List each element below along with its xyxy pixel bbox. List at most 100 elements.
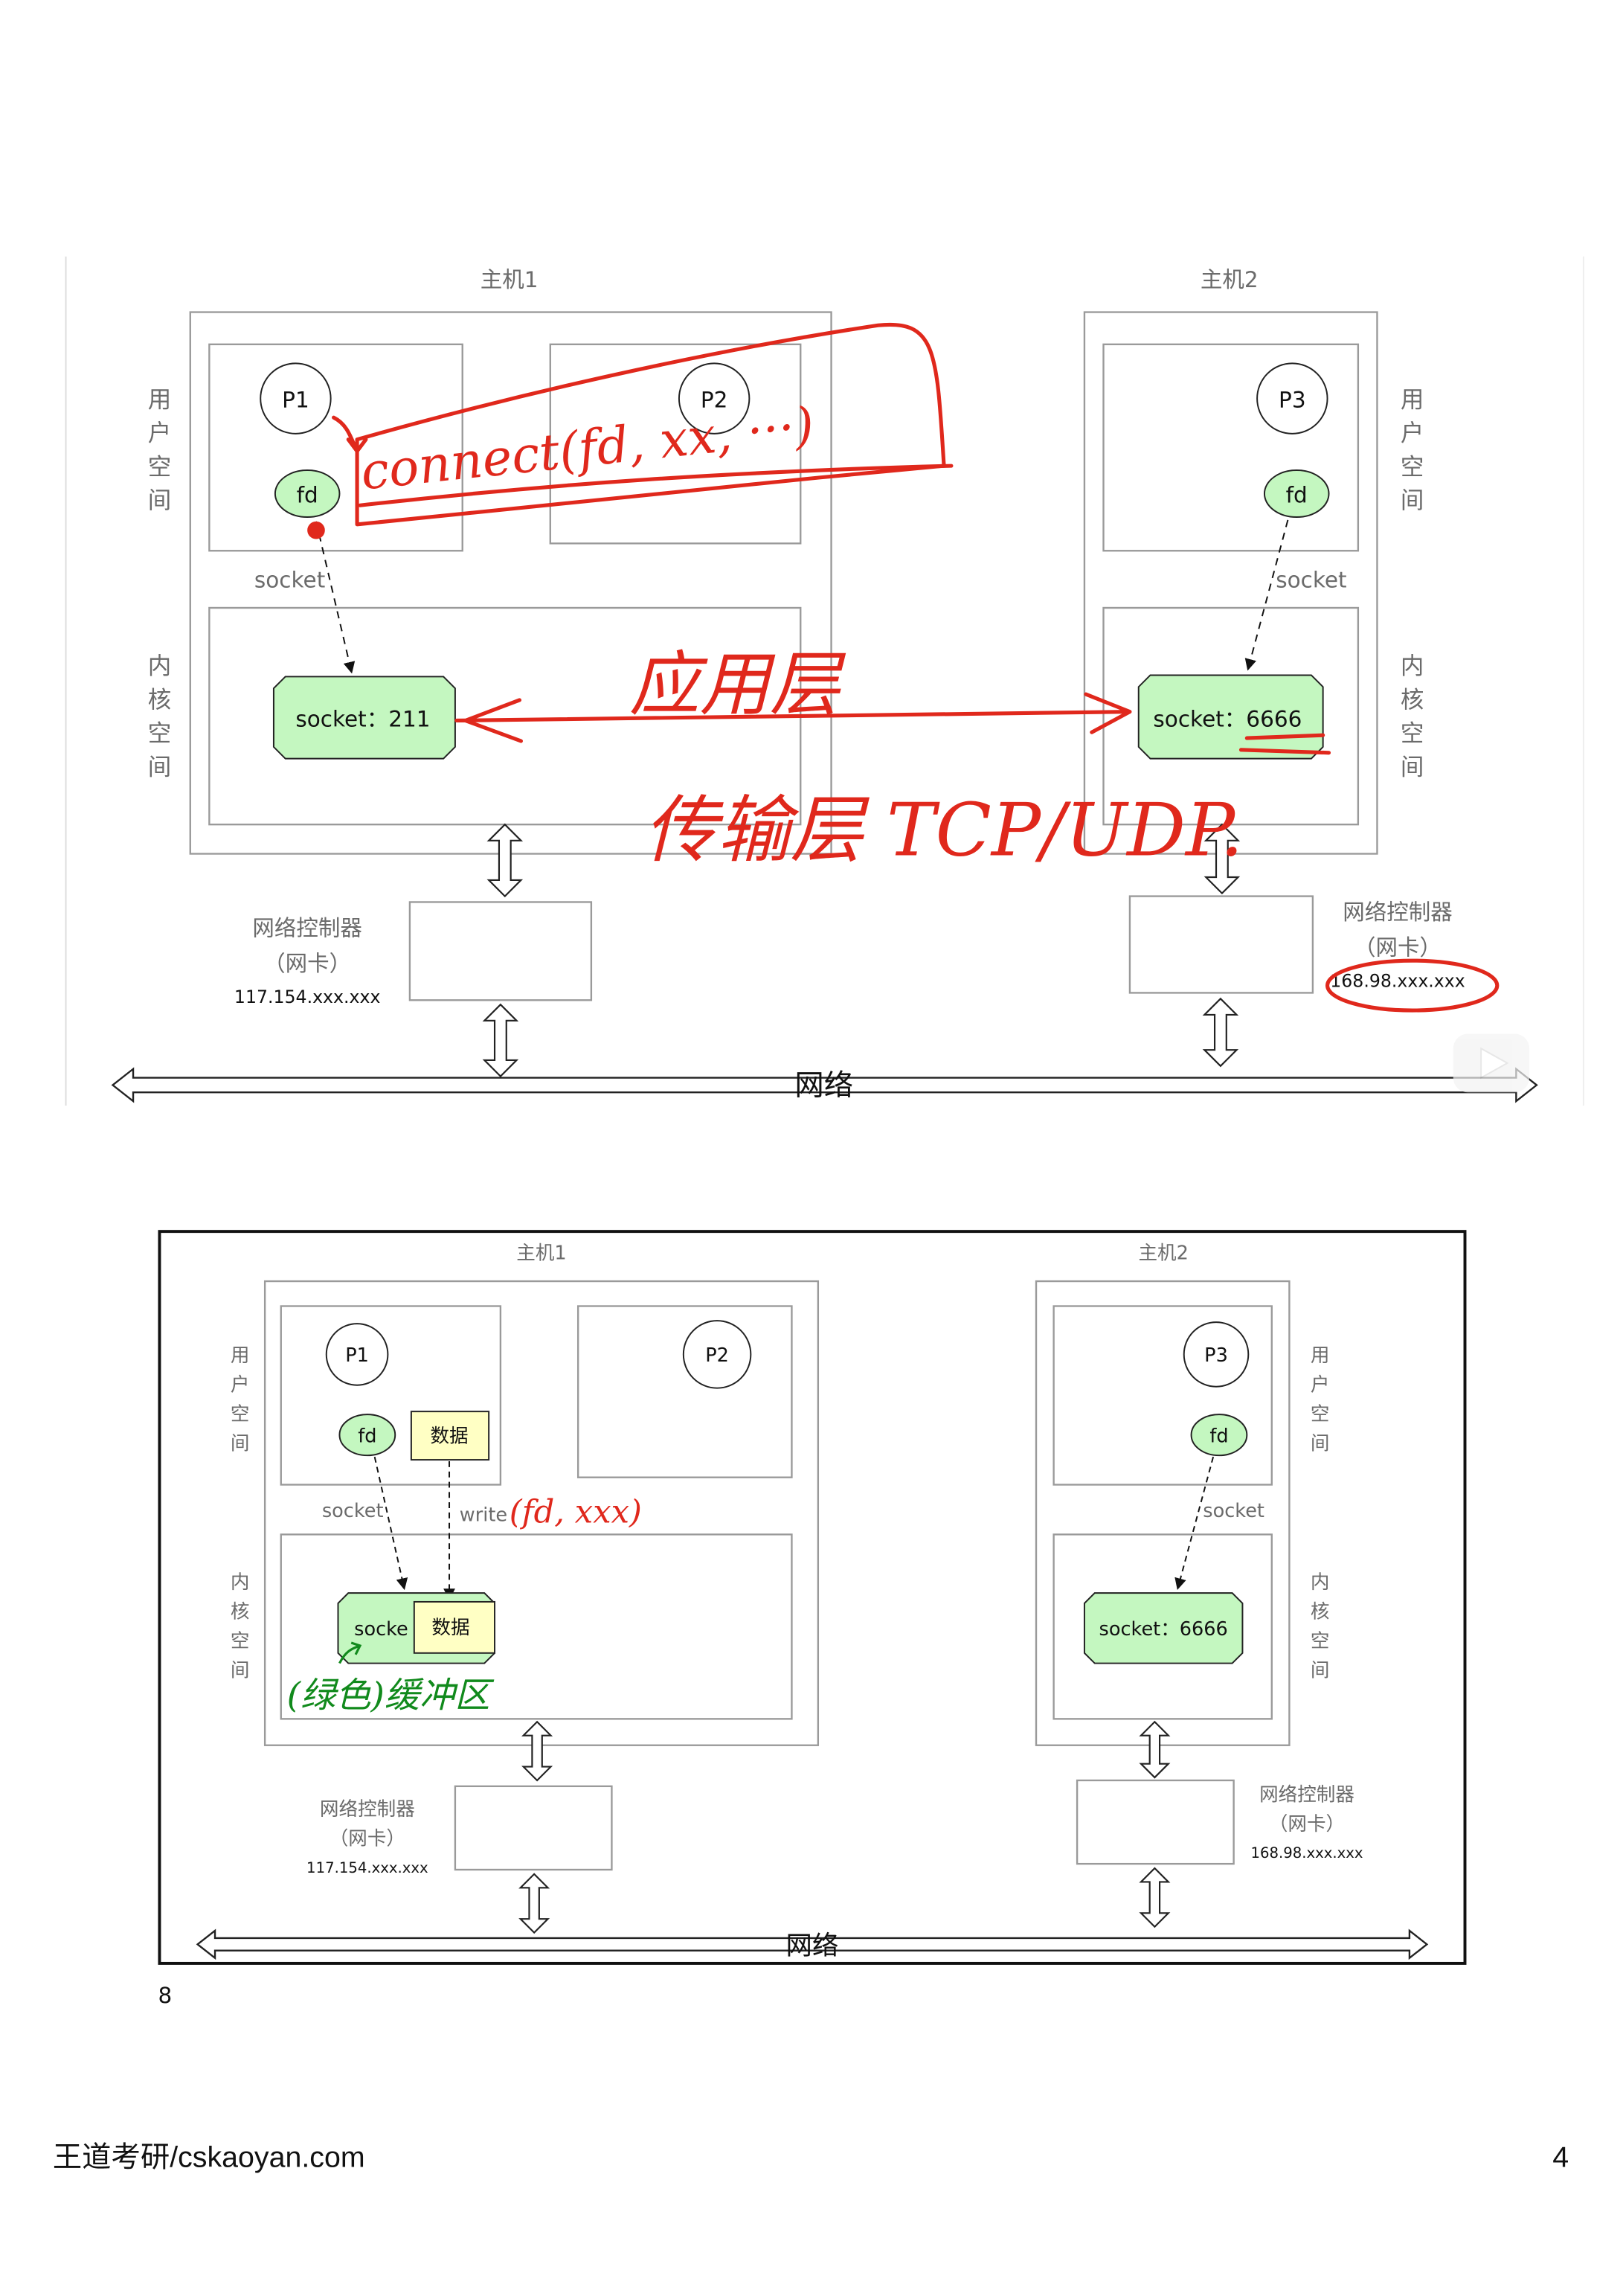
kernel-socket-211 [272,676,456,760]
write-args-annotation: (fd, xxx) [510,1494,642,1531]
host1: 主机1 用 户 空 间 内 核 空 间 P1 P2 fd [231,1242,820,1876]
nic-sublabel: （网卡） [263,951,351,976]
label-char: 户 [1401,420,1424,447]
p2-user-box [576,1305,793,1478]
process-p1 [260,362,332,434]
host2: 主机2 用 户 空 间 内 核 空 间 P3 fd socket so [1083,267,1465,994]
write-label: write [460,1504,507,1527]
p1-user-box [280,1305,502,1486]
user-space-label: 用 户 空 间 [1311,1344,1330,1455]
label-char: 用 [231,1344,250,1367]
vertical-double-arrows [518,1720,1171,1934]
fd-node [338,1414,396,1457]
nic-sublabel: （网卡） [330,1828,405,1850]
nic-sublabel: （网卡） [1269,1813,1345,1835]
label-char: 空 [231,1403,250,1426]
kernel-socket-label: socket：6666 [1153,706,1302,731]
host2-frame [1083,311,1378,855]
label-char: 间 [231,1432,250,1455]
label-char: 户 [231,1374,250,1396]
fd-node [274,469,341,518]
user-data-block [410,1411,490,1461]
kernel-data-label: 数据 [431,1617,469,1639]
label-char: 空 [1311,1403,1330,1426]
ip-address: 117.154.xxx.xxx [306,1859,428,1876]
handwritten-annotations: connect(fd, xx, ···) 应用层 传输层 TCP/UDP. [307,322,1500,1013]
host1: 主机1 用 户 空 间 内 核 空 间 P1 P2 fd [148,267,832,1007]
label-char: 内 [1311,1571,1330,1594]
top-diagram: 主机1 用 户 空 间 内 核 空 间 P1 P2 fd [65,256,1584,1106]
socket-label: socket [254,567,325,592]
label-char: 空 [1311,1630,1330,1652]
process-p3 [1183,1321,1250,1388]
label-char: 核 [1401,687,1424,714]
fd-to-socket-arrow [315,521,356,674]
label-char: 户 [148,420,171,447]
p2-label: P2 [705,1344,729,1367]
ip-address: 117.154.xxx.xxx [234,987,381,1007]
network-bus-arrow [196,1928,1429,1960]
host2-frame [1035,1280,1291,1746]
fd-to-socket-arrow [1244,519,1289,671]
nic-sublabel: （网卡） [1354,934,1442,960]
socket-label: socket [1276,567,1346,592]
double-arrow-icon [1203,823,1241,895]
kernel-box [1052,1533,1273,1720]
nic-box [408,901,593,1001]
ip-address: 168.98.xxx.xxx [1330,971,1465,992]
host2-title: 主机2 [1138,1242,1188,1265]
socket-prefix: socket： [1153,706,1246,731]
kernel-socket-label: socket：6666 [1099,1618,1228,1641]
pen-double-arrow [454,692,1132,743]
nic-label: 网络控制器 [320,1798,415,1821]
kernel-box [280,1533,793,1720]
kernel-space-label: 内 核 空 间 [231,1571,250,1681]
kernel-socket-label: socke [354,1618,408,1641]
video-badge-icon [1453,1033,1530,1093]
double-arrow-icon [1139,1720,1171,1779]
p3-user-box [1052,1305,1273,1486]
label-char: 间 [148,754,171,780]
double-arrow-icon [486,823,524,898]
double-arrow-icon [482,1003,519,1078]
label-char: 用 [148,386,171,413]
network-bus-arrow [111,1067,1538,1103]
nic-label: 网络控制器 [1259,1784,1354,1806]
fd-label: fd [1209,1425,1228,1447]
kernel-socket-label: socket：211 [295,706,430,731]
kernel-space-label: 内 核 空 间 [1311,1571,1330,1681]
double-arrow-icon [1202,997,1239,1068]
socket-label: socket [322,1500,384,1522]
p1-label: P1 [282,387,309,412]
socket-port: 6666 [1246,706,1302,731]
process-p2 [678,362,751,434]
user-space-label: 用 户 空 间 [148,386,171,514]
network-label: 网络 [786,1931,839,1961]
user-data-label: 数据 [430,1425,468,1447]
nic-label: 网络控制器 [252,916,362,941]
fd-node [1190,1414,1248,1457]
label-char: 内 [1401,653,1424,680]
label-char: 核 [231,1601,250,1623]
green-pen-arrow [338,1641,362,1664]
buffer-annotation: (绿色)缓冲区 [287,1675,495,1716]
vertical-double-arrows [482,823,1241,1078]
p1-label: P1 [345,1344,369,1367]
label-char: 间 [1401,754,1424,780]
socket-label: socket [1203,1500,1264,1522]
double-arrow-icon [521,1720,553,1782]
nic-box [454,1785,613,1871]
fd-label: fd [297,482,318,507]
nic-label: 网络控制器 [1343,900,1453,925]
fd-label: fd [358,1425,376,1447]
label-char: 空 [148,454,171,481]
p1-user-box [208,343,463,552]
double-arrow-icon [518,1873,550,1934]
bottom-diagram: 主机1 用 户 空 间 内 核 空 间 P1 P2 fd [158,1230,1467,1965]
label-char: 核 [1311,1601,1330,1623]
p2-label: P2 [701,387,728,412]
process-p2 [682,1320,752,1389]
footer-site[interactable]: 王道考研/cskaoyan.com [53,2141,365,2173]
nic-box [1076,1779,1235,1865]
